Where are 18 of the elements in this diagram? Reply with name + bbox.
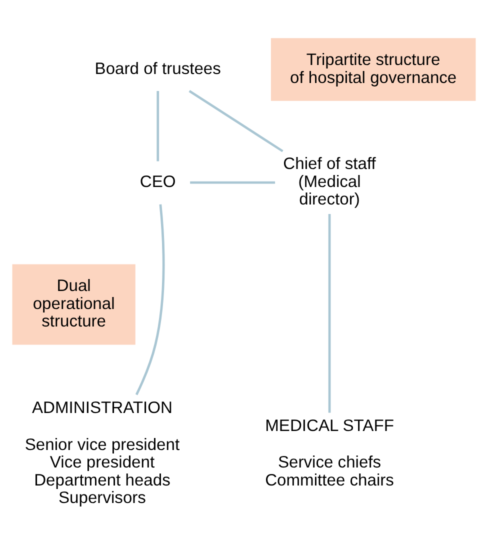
node-text: CEO bbox=[140, 171, 176, 190]
node-text: Chief of staff (Medical director) bbox=[283, 154, 376, 208]
connector bbox=[135, 204, 165, 395]
node-text: Board of trustees bbox=[94, 58, 221, 78]
node-label: Vice president bbox=[50, 452, 155, 472]
node-box: Dual operational structure bbox=[12, 264, 136, 344]
connector bbox=[156, 90, 160, 161]
connector bbox=[328, 214, 331, 412]
node-label: Committee chairs bbox=[265, 470, 394, 489]
node-text: MEDICAL STAFF bbox=[265, 415, 394, 434]
connector bbox=[190, 180, 276, 184]
node-box: Tripartite structure of hospital governance bbox=[270, 38, 476, 100]
node-label: Department heads bbox=[34, 470, 170, 489]
node-label: Service chiefs bbox=[278, 452, 382, 472]
node-text: ADMINISTRATION bbox=[32, 398, 172, 417]
node-label: Senior vice president bbox=[24, 434, 180, 454]
connector bbox=[188, 90, 284, 152]
node-label: Supervisors bbox=[58, 488, 146, 507]
